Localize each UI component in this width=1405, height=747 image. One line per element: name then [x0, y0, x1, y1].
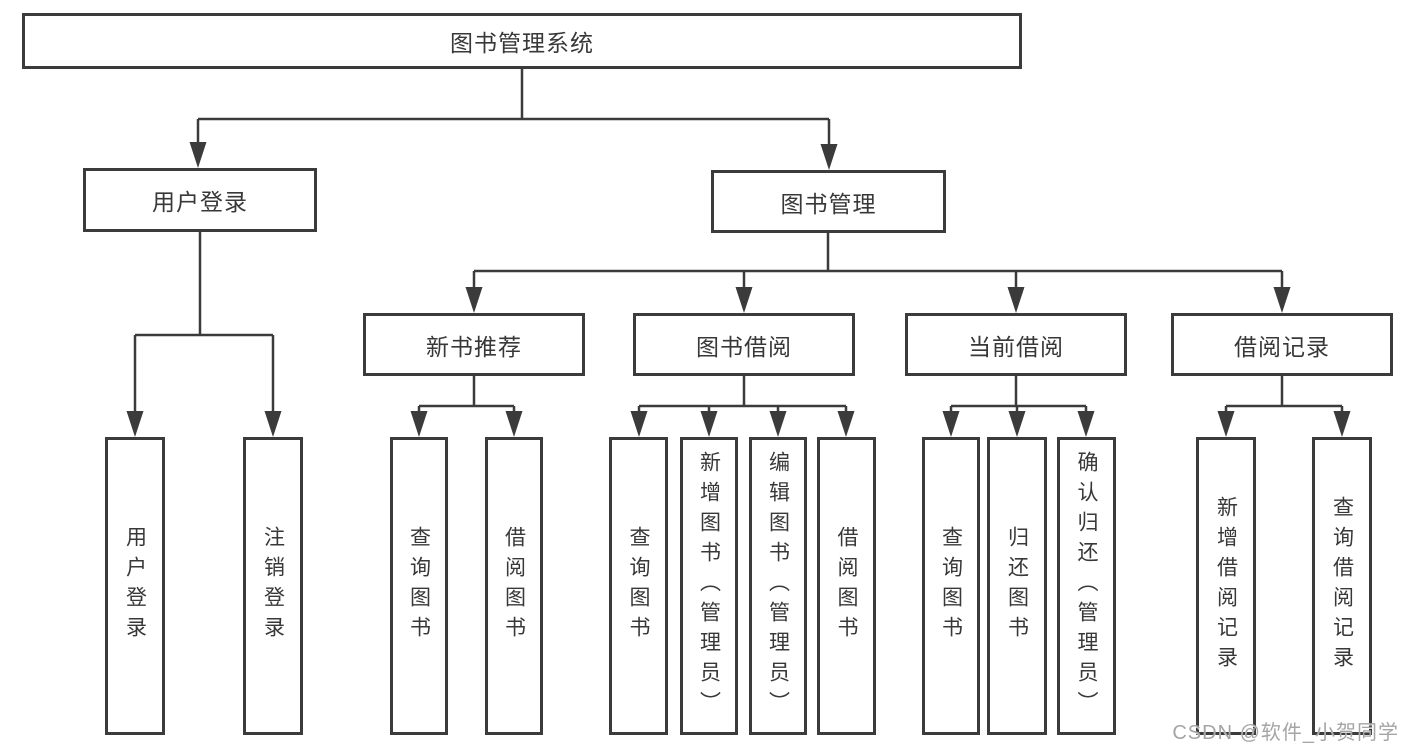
node-book-borrow: 图书借阅	[633, 313, 855, 376]
leaf-add-books-admin-label: 新增图书（管理员）	[697, 451, 721, 721]
arrowhead	[1217, 411, 1235, 437]
leaf-query-borrow-record-label: 查询借阅记录	[1330, 496, 1354, 676]
arrowhead	[630, 411, 648, 437]
node-root-label: 图书管理系统	[450, 30, 594, 56]
leaf-recommend-borrow-books-label: 借阅图书	[502, 526, 526, 646]
node-book-management-label: 图书管理	[780, 190, 877, 217]
leaf-borrow-query-books: 查询图书	[609, 437, 668, 735]
node-user-login-label: 用户登录	[152, 189, 248, 215]
leaf-current-query-books: 查询图书	[922, 437, 980, 735]
leaf-confirm-return-admin: 确认归还（管理员）	[1057, 437, 1116, 735]
node-current-borrow: 当前借阅	[905, 313, 1127, 376]
arrowhead	[942, 411, 960, 437]
arrowhead	[1008, 411, 1026, 437]
arrowhead	[126, 411, 144, 437]
arrowhead	[820, 144, 838, 170]
leaf-edit-books-admin-label: 编辑图书（管理员）	[766, 451, 790, 721]
leaf-borrow-query-books-label: 查询图书	[627, 526, 650, 646]
node-user-login: 用户登录	[83, 168, 317, 232]
arrowhead	[769, 411, 787, 437]
leaf-add-books-admin: 新增图书（管理员）	[680, 437, 738, 735]
arrowhead	[700, 411, 718, 437]
arrowhead	[465, 287, 483, 313]
leaf-recommend-query-books: 查询图书	[390, 437, 448, 735]
arrowhead	[837, 411, 855, 437]
leaf-return-books: 归还图书	[987, 437, 1047, 735]
leaf-user-login-label: 用户登录	[123, 526, 147, 646]
leaf-add-borrow-record: 新增借阅记录	[1196, 437, 1256, 735]
arrowhead	[1273, 287, 1291, 313]
leaf-add-borrow-record-label: 新增借阅记录	[1214, 496, 1238, 676]
node-new-book-recommend: 新书推荐	[363, 313, 585, 376]
arrowhead	[1077, 411, 1095, 437]
node-book-management: 图书管理	[711, 170, 946, 233]
leaf-borrow-books: 借阅图书	[817, 437, 876, 735]
arrowhead	[189, 142, 207, 168]
node-new-book-recommend-label: 新书推荐	[426, 333, 522, 360]
leaf-return-books-label: 归还图书	[1005, 526, 1029, 646]
node-book-borrow-label: 图书借阅	[696, 333, 792, 360]
leaf-logout: 注销登录	[243, 437, 303, 735]
arrowhead	[1333, 411, 1351, 437]
leaf-recommend-borrow-books: 借阅图书	[485, 437, 543, 735]
node-borrow-records: 借阅记录	[1171, 313, 1393, 376]
node-borrow-records-label: 借阅记录	[1234, 333, 1330, 360]
arrowhead	[1007, 287, 1025, 313]
leaf-query-borrow-record: 查询借阅记录	[1312, 437, 1372, 735]
leaf-recommend-query-books-label: 查询图书	[407, 526, 431, 646]
arrowhead	[735, 287, 753, 313]
leaf-confirm-return-admin-label: 确认归还（管理员）	[1075, 451, 1098, 721]
leaf-user-login: 用户登录	[105, 437, 165, 735]
arrowhead	[410, 411, 428, 437]
node-current-borrow-label: 当前借阅	[968, 333, 1064, 360]
leaf-borrow-books-label: 借阅图书	[835, 526, 858, 646]
arrowhead	[505, 411, 523, 437]
leaf-logout-label: 注销登录	[261, 526, 285, 646]
arrowhead	[264, 411, 282, 437]
leaf-current-query-books-label: 查询图书	[939, 526, 963, 646]
leaf-edit-books-admin: 编辑图书（管理员）	[749, 437, 807, 735]
csdn-watermark: CSDN @软件_小贺同学	[1172, 722, 1399, 744]
node-root: 图书管理系统	[22, 13, 1022, 69]
